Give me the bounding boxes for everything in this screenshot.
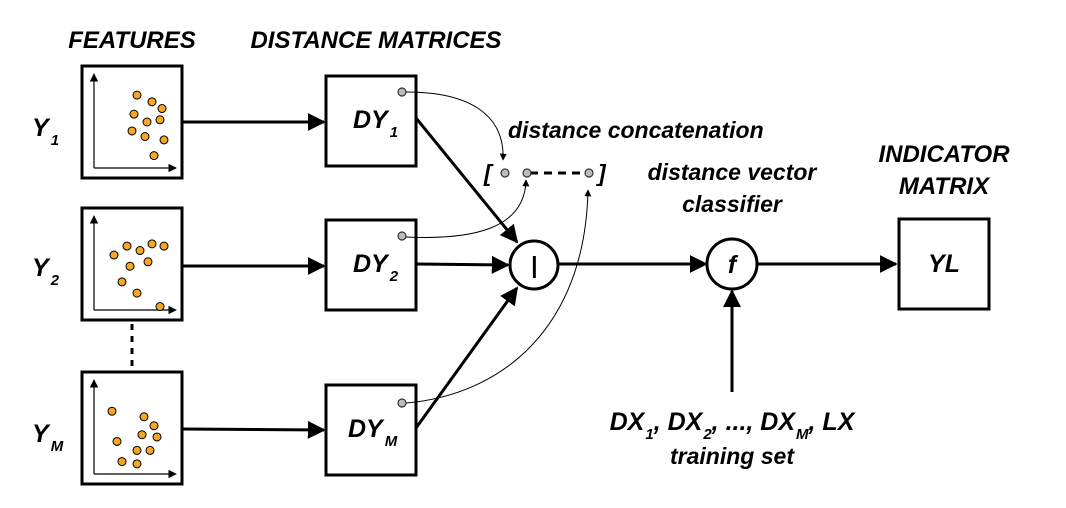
scatter-point — [109, 250, 119, 260]
vector-dot-1 — [500, 168, 510, 178]
scatter-point — [159, 241, 169, 251]
svg-text:]: ] — [596, 160, 607, 186]
scatter-point — [147, 97, 157, 107]
scatter-point — [112, 436, 122, 446]
svg-text:YL: YL — [928, 250, 960, 278]
scatter-point — [127, 126, 137, 136]
scatter-point — [137, 430, 147, 440]
scatter-point — [149, 421, 159, 431]
scatter-point — [132, 445, 142, 455]
scatter-point — [149, 151, 159, 161]
classifier-node: f — [705, 237, 759, 291]
connector-matrix2-to-vector — [405, 179, 530, 238]
arrow-featurem-to-matrixm — [181, 420, 326, 439]
connector-matrix1-to-vector — [405, 91, 507, 161]
arrow-matrix2-to-concat — [415, 255, 510, 274]
scatter-point — [125, 261, 135, 271]
scatter-point — [139, 412, 149, 422]
scatter-point — [132, 459, 142, 469]
arrow-matrix1-to-concat — [414, 117, 519, 244]
scatter-point — [129, 109, 139, 119]
svg-text:DY1: DY1 — [353, 106, 398, 141]
output-box: YL — [897, 217, 991, 311]
vector-dot-2 — [522, 168, 532, 178]
features-header: FEATURES — [68, 27, 196, 54]
scatter-point — [117, 277, 127, 287]
indicator-header-line2: MATRIX — [899, 173, 991, 200]
scatter-point — [132, 90, 142, 100]
svg-text:DYM: DYM — [348, 415, 398, 450]
feature-box-2 — [80, 206, 184, 322]
scatter-point — [157, 104, 167, 114]
svg-text:[: [ — [483, 160, 494, 186]
arrow-matrixm-to-concat — [414, 286, 519, 429]
scatter-point — [132, 288, 142, 298]
scatter-point — [107, 406, 117, 416]
indicator-header-line1: INDICATOR — [878, 141, 1010, 168]
distance-matrices-header: DISTANCE MATRICES — [250, 27, 501, 54]
scatter-point — [122, 241, 132, 251]
concat-node: | — [508, 239, 560, 291]
scatter-point — [147, 239, 157, 249]
scatter-point — [155, 115, 165, 125]
feature-box-1 — [80, 64, 184, 180]
classifier-label-line2: classifier — [682, 191, 783, 217]
scatter-point — [143, 257, 153, 267]
feature-box-m — [80, 370, 184, 486]
port-dot-2 — [397, 231, 407, 241]
svg-text:DY2: DY2 — [353, 250, 399, 285]
scatter-point — [159, 135, 169, 145]
port-dot-m — [397, 398, 407, 408]
svg-text:f: f — [728, 251, 739, 279]
scatter-point — [135, 246, 145, 256]
port-dot-1 — [397, 87, 407, 97]
concat-label: distance concatenation — [508, 117, 764, 143]
vector-dot-m — [584, 168, 594, 178]
scatter-point — [117, 457, 127, 467]
connector-matrixm-to-vector — [405, 189, 592, 404]
scatter-point — [140, 132, 150, 142]
training-inputs-label: DX1, DX2, ..., DXM, LX — [610, 408, 856, 443]
scatter-point — [145, 445, 155, 455]
scatter-point — [142, 117, 152, 127]
classifier-label-line1: distance vector — [648, 159, 818, 185]
concat-vector: [ ] — [483, 160, 607, 186]
training-set-label: training set — [670, 443, 795, 469]
svg-text:|: | — [531, 252, 537, 278]
scatter-point — [152, 432, 162, 442]
scatter-point — [155, 302, 165, 312]
